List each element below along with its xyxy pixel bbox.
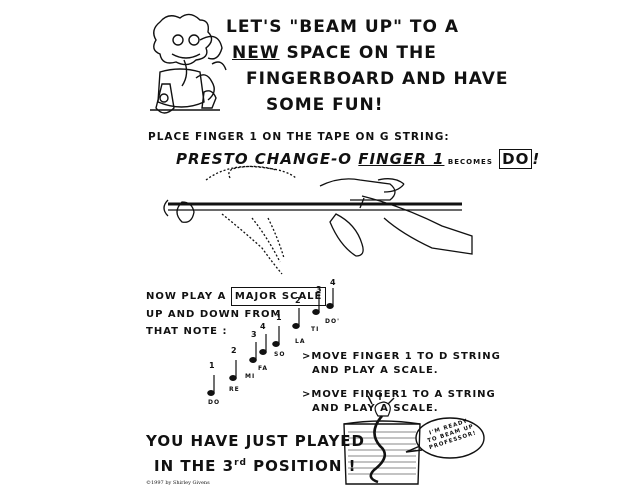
title-line-4: SOME FUN! <box>266 95 384 115</box>
copyright-text: ©1997 by Shirley Givens <box>146 480 210 486</box>
finger-number-1: 1 <box>209 361 216 370</box>
played-line-2-post: POSITION ! <box>246 457 357 475</box>
presto-becomes: BECOMES <box>444 158 493 166</box>
syllable-la: LA <box>295 338 306 345</box>
move-d-string-text: >MOVE FINGER 1 TO D STRING AND PLAY A SC… <box>302 350 501 378</box>
played-ordinal: rd <box>234 458 247 468</box>
violin-hand-illustration <box>163 165 473 275</box>
move-d-line-1: >MOVE FINGER 1 TO D STRING <box>302 351 501 362</box>
finger-number-3: 3 <box>251 330 258 339</box>
finger-number-6: 2 <box>295 296 302 305</box>
scale-notes <box>207 288 334 397</box>
finger-number-7: 3 <box>316 285 323 294</box>
presto-line: PRESTO CHANGE-O FINGER 1 BECOMES DO! <box>176 149 541 169</box>
title-line-2: NEW SPACE ON THE <box>232 40 508 66</box>
now-play-text: NOW PLAY A MAJOR SCALE UP AND DOWN FROM … <box>146 287 327 340</box>
move-a-line-2: AND PLAY A SCALE. <box>312 403 439 414</box>
played-line-1: YOU HAVE JUST PLAYED <box>146 432 366 450</box>
finger-number-4: 4 <box>260 322 267 331</box>
now-play-line-3: THAT NOTE : <box>146 326 228 337</box>
major-scale-box: MAJOR SCALE <box>230 287 327 306</box>
title-line-3: FINGERBOARD AND HAVE <box>246 69 509 89</box>
title-line-2-rest: SPACE ON THE <box>279 43 437 63</box>
presto-do-box: DO <box>499 149 533 169</box>
title-new-word: NEW <box>232 43 280 63</box>
beaker-illustration <box>343 392 485 485</box>
syllable-do-high: DO' <box>325 318 340 325</box>
syllable-do: DO <box>208 399 221 406</box>
presto-lead: PRESTO CHANGE-O <box>176 150 359 168</box>
finger-number-2: 2 <box>231 346 238 355</box>
syllable-ti: TI <box>311 326 320 333</box>
page-title: LET'S "BEAM UP" TO A NEW SPACE ON THE FI… <box>226 14 508 118</box>
finger-number-5: 1 <box>276 313 283 322</box>
syllable-mi: MI <box>245 373 256 380</box>
move-a-string-text: >MOVE FINGER1 TO A STRING AND PLAY A SCA… <box>302 388 496 416</box>
played-line-2-pre: IN THE 3 <box>154 457 235 475</box>
now-play-line-2: UP AND DOWN FROM <box>146 309 282 320</box>
move-a-line-1: >MOVE FINGER1 TO A STRING <box>302 389 496 400</box>
played-text: YOU HAVE JUST PLAYED IN THE 3rd POSITION… <box>146 430 365 477</box>
syllable-re: RE <box>229 386 240 393</box>
instruction-text: PLACE FINGER 1 ON THE TAPE ON G STRING: <box>148 131 450 143</box>
title-line-1: LET'S "BEAM UP" TO A <box>226 17 459 37</box>
syllable-so: SO <box>274 351 286 358</box>
presto-finger: FINGER 1 <box>358 150 445 168</box>
syllable-fa: FA <box>258 365 269 372</box>
move-d-line-2: AND PLAY A SCALE. <box>312 365 439 376</box>
now-play-pre: NOW PLAY A <box>146 291 227 302</box>
played-line-2: IN THE 3rd POSITION ! <box>154 452 365 477</box>
finger-number-8: 4 <box>330 278 337 287</box>
professor-illustration <box>150 13 227 114</box>
presto-bang: ! <box>532 150 541 168</box>
